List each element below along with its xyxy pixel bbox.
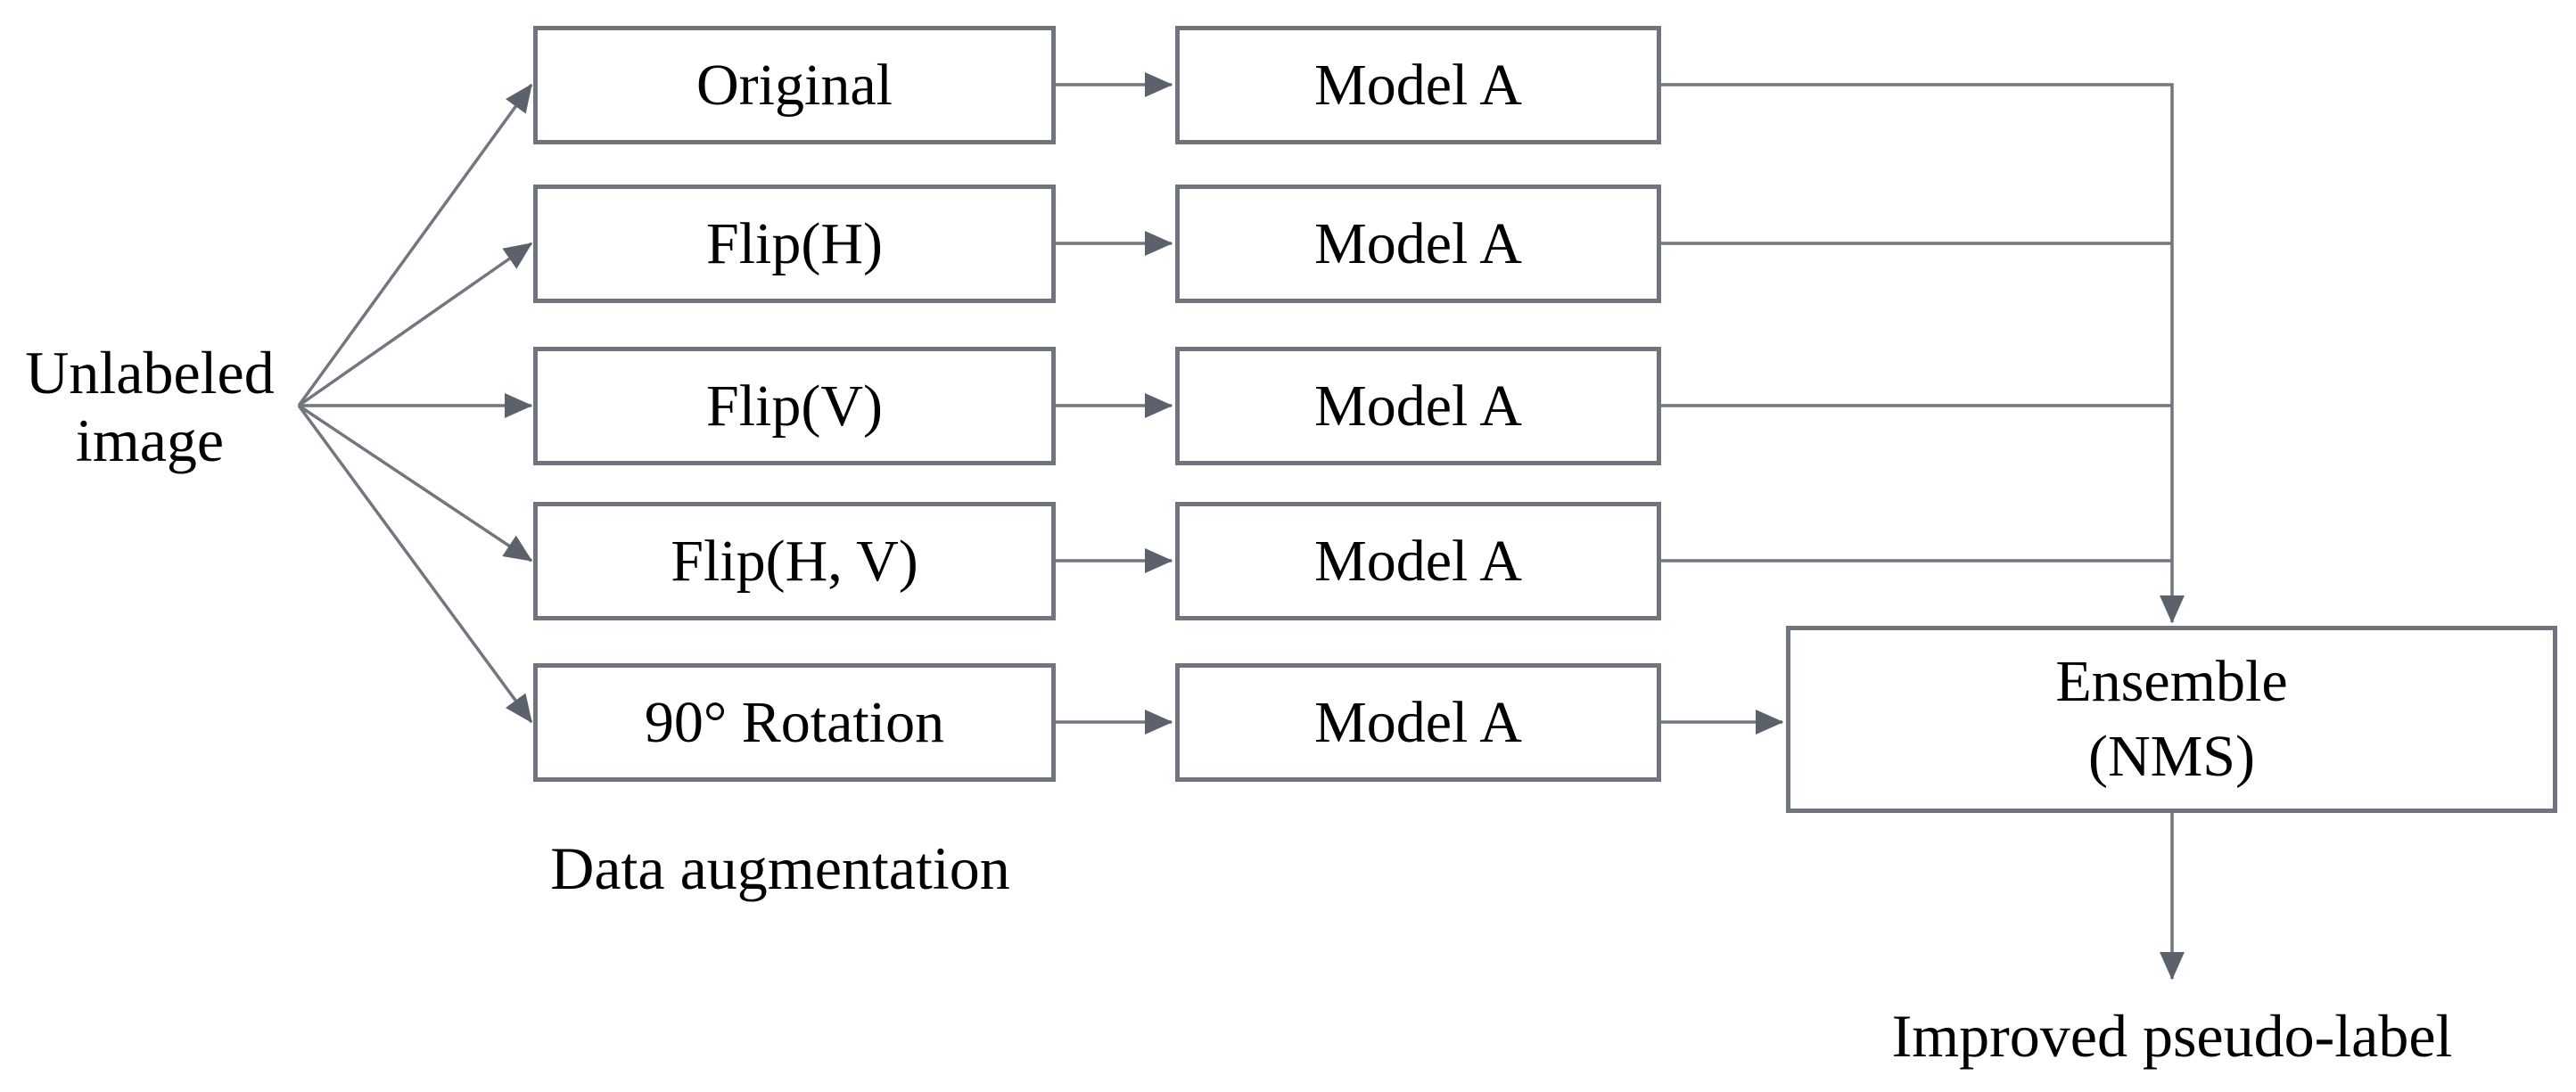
unlabeled-image-label-line2: image: [75, 406, 225, 474]
data-augmentation-label-text: Data augmentation: [550, 834, 1010, 902]
aug-box-flip-hv: Flip(H, V): [533, 502, 1056, 620]
model-box-4: Model A: [1175, 502, 1661, 620]
model-box-5: Model A: [1175, 663, 1661, 782]
fan-line-to-original: [297, 83, 533, 407]
model-box-1-label: Model A: [1314, 52, 1522, 118]
trunk-model1-to-ensemble: [1661, 83, 2185, 624]
model-box-3: Model A: [1175, 347, 1661, 465]
aug-box-rotation-label: 90° Rotation: [644, 689, 945, 755]
model-box-4-label: Model A: [1314, 528, 1522, 594]
data-augmentation-label: Data augmentation: [513, 834, 1048, 902]
aug-box-flip-hv-label: Flip(H, V): [671, 528, 918, 594]
model-box-2-label: Model A: [1314, 210, 1522, 276]
ensemble-box-label-line2: (NMS): [2087, 724, 2255, 789]
aug-box-original-label: Original: [696, 52, 893, 118]
aug-box-flip-v: Flip(V): [533, 347, 1056, 465]
model-box-5-label: Model A: [1314, 689, 1522, 755]
unlabeled-image-label: Unlabeled image: [7, 339, 292, 474]
fan-line-to-flip-h: [297, 242, 533, 407]
aug-box-original: Original: [533, 26, 1056, 144]
ensemble-box-label: Ensemble (NMS): [2055, 645, 2287, 794]
aug-box-flip-v-label: Flip(V): [706, 373, 883, 439]
ensemble-box-label-line1: Ensemble: [2055, 649, 2288, 714]
improved-pseudo-label-text: Improved pseudo-label: [1891, 1002, 2453, 1070]
model-box-1: Model A: [1175, 26, 1661, 144]
ensemble-box: Ensemble (NMS): [1786, 626, 2557, 813]
fan-line-to-rotation: [297, 404, 533, 724]
unlabeled-image-label-line1: Unlabeled: [25, 339, 275, 406]
model-box-3-label: Model A: [1314, 373, 1522, 439]
model-box-2: Model A: [1175, 185, 1661, 303]
improved-pseudo-label: Improved pseudo-label: [1815, 1002, 2529, 1070]
aug-box-flip-h-label: Flip(H): [706, 210, 883, 276]
aug-box-rotation: 90° Rotation: [533, 663, 1056, 782]
fan-line-to-flip-hv: [298, 404, 533, 562]
aug-box-flip-h: Flip(H): [533, 185, 1056, 303]
